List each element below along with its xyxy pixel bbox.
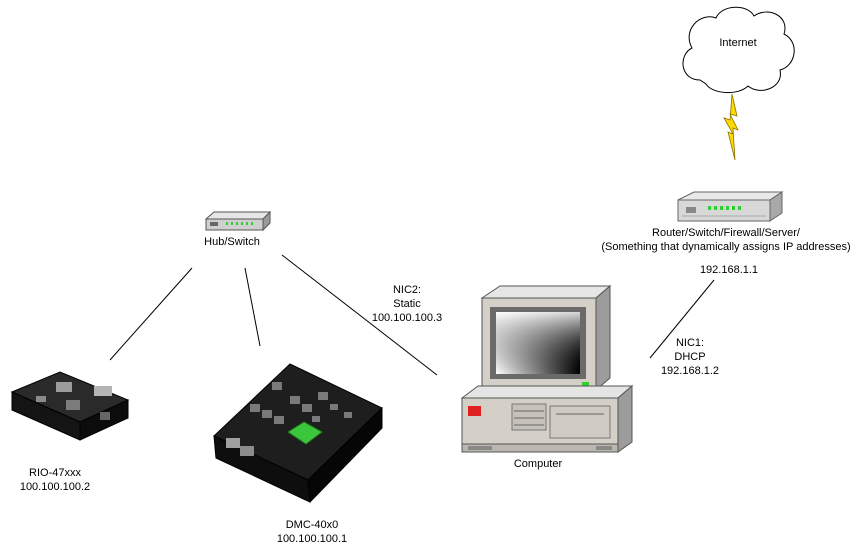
computer-label: Computer	[513, 458, 563, 470]
internet-label: Internet	[719, 37, 757, 49]
router-ip: 192.168.1.1	[699, 264, 759, 276]
nic1-ip: 192.168.1.2	[660, 365, 720, 377]
computer-icon	[460, 284, 634, 453]
router-icon	[677, 191, 784, 222]
nic1-mode: DHCP	[674, 351, 706, 363]
link-hub-dmc	[244, 267, 261, 347]
link-router-computer	[649, 279, 715, 359]
router-label: Router/Switch/Firewall/Server/	[652, 227, 800, 239]
nic1-label: NIC1:	[675, 337, 705, 349]
dmc-label: DMC-40x0	[285, 519, 339, 531]
router-sublabel: (Something that dynamically assigns IP a…	[601, 241, 851, 253]
nic2-mode: Static	[393, 298, 421, 310]
rio-device-icon	[10, 371, 130, 441]
rio-label: RIO-47xxx	[29, 467, 81, 479]
dmc-ip: 100.100.100.1	[276, 533, 348, 545]
link-hub-rio	[109, 267, 193, 361]
lightning-icon	[723, 93, 739, 161]
internet-cloud-icon	[682, 6, 795, 93]
nic2-label: NIC2:	[392, 284, 422, 296]
link-hub-computer	[281, 254, 438, 376]
nic2-ip: 100.100.100.3	[371, 312, 443, 324]
rio-ip: 100.100.100.2	[19, 481, 91, 493]
hub-switch-icon	[204, 210, 272, 232]
hub-label: Hub/Switch	[204, 236, 260, 248]
dmc-device-icon	[213, 363, 383, 504]
